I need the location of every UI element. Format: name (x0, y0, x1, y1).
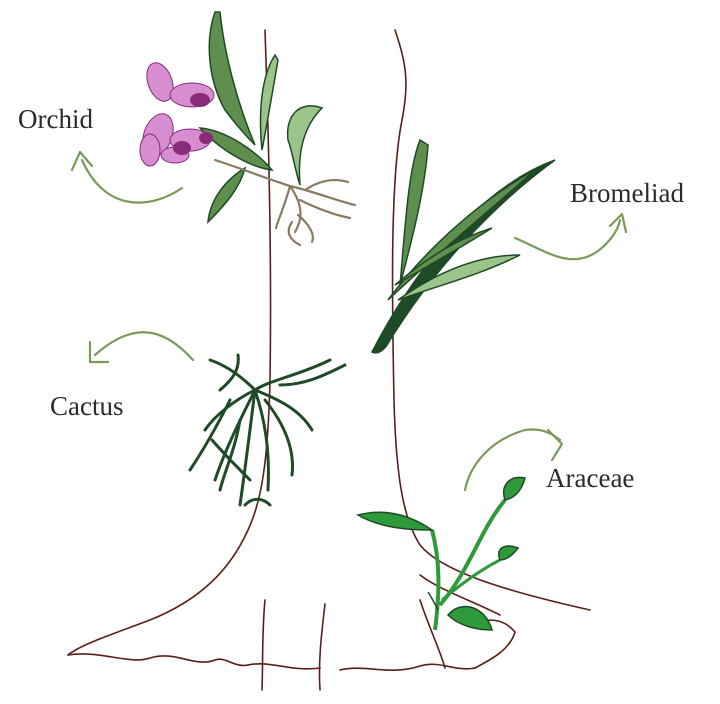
label-orchid: Orchid (18, 106, 93, 133)
label-bromeliad: Bromeliad (570, 180, 684, 207)
label-araceae: Araceae (546, 465, 634, 492)
bromeliad-plant-icon (372, 140, 555, 353)
orchid-plant-icon (137, 12, 355, 245)
araceae-plant-icon (358, 477, 525, 630)
label-cactus: Cactus (50, 393, 124, 420)
